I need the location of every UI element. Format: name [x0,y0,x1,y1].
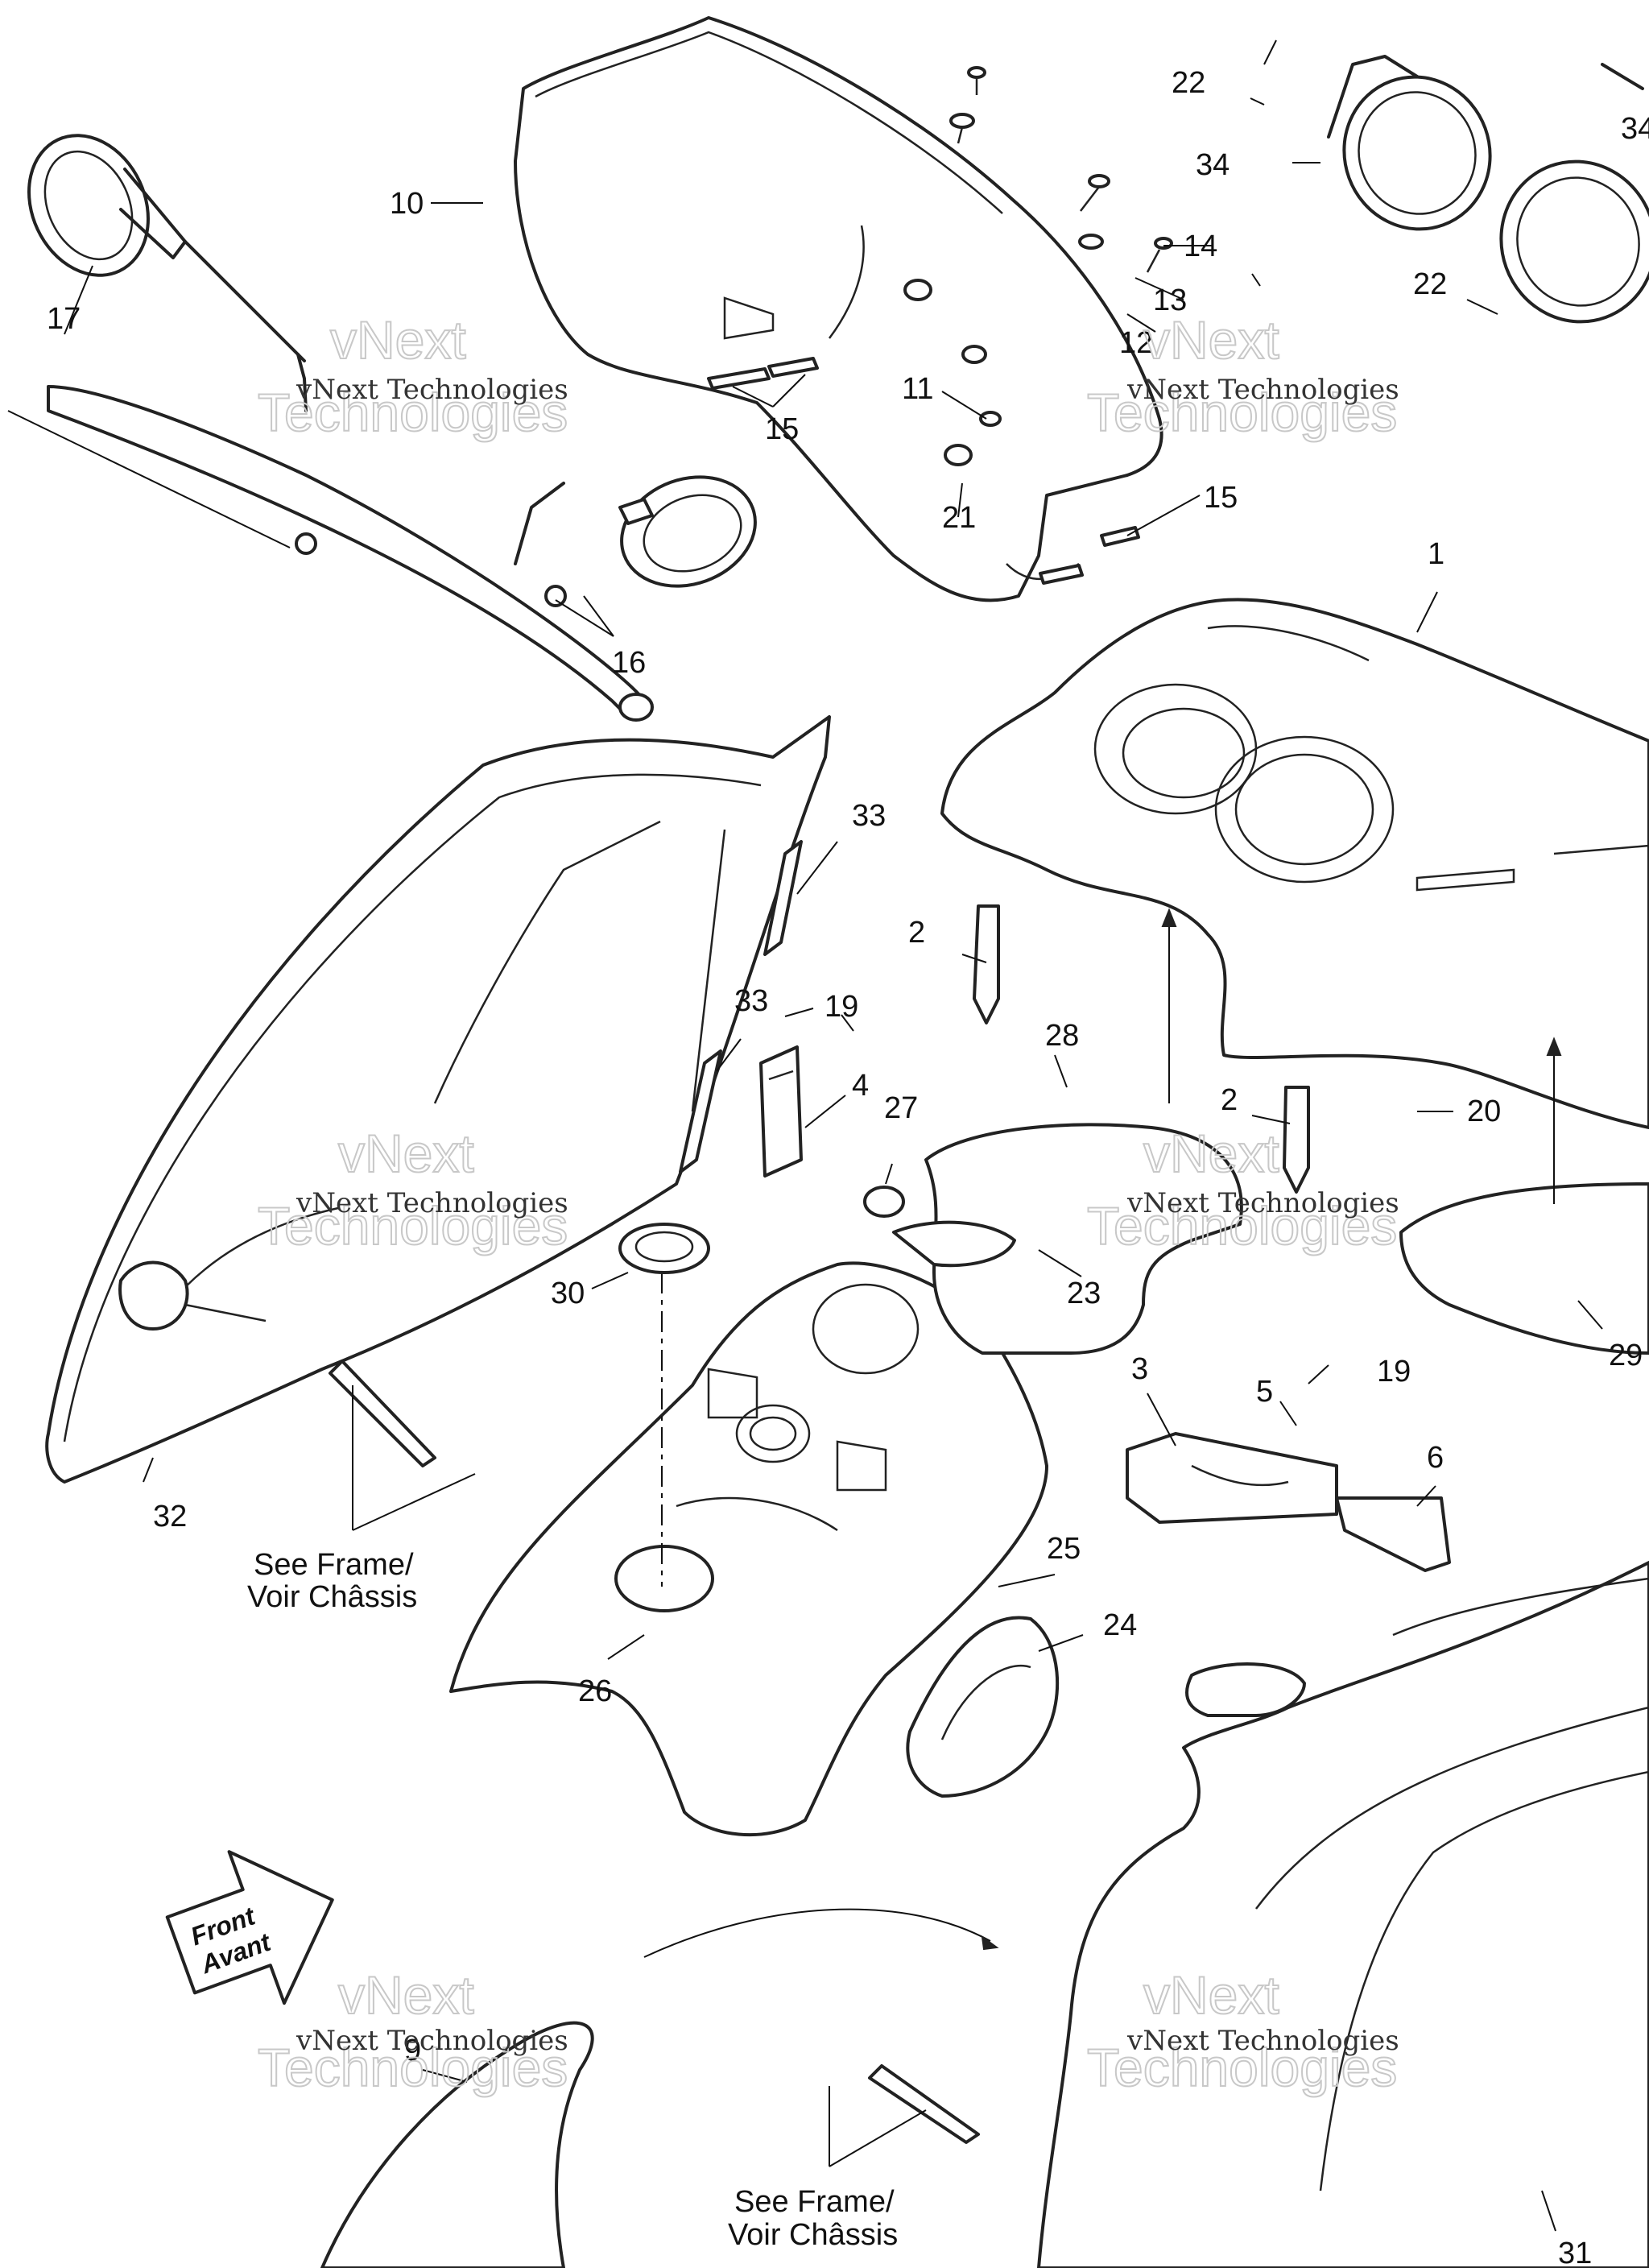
cover-part-28 [924,1123,1243,1355]
watermark-6: vNext Technologies vNext Technologies [1086,1964,1399,2098]
trim-part-33 [679,840,803,1173]
grommet-part-30 [618,1223,710,1274]
windshield-part-10 [514,16,1163,602]
callout-4: 4 [852,1069,869,1103]
svg-text:vNext Technologies: vNext Technologies [295,374,568,406]
svg-text:Technologies: Technologies [1087,383,1397,442]
callout-16: 16 [612,646,646,680]
svg-text:vNext Technologies: vNext Technologies [1126,374,1399,406]
callout-2b: 2 [1221,1083,1238,1117]
callout-19a: 19 [824,990,858,1024]
svg-text:vNext: vNext [1143,1965,1279,2025]
panel-part-9 [320,2021,594,2268]
watermark-2: vNext Technologies vNext Technologies [1086,309,1399,443]
callout-6: 6 [1427,1441,1444,1475]
callout-27: 27 [884,1091,918,1125]
svg-text:vNext: vNext [330,310,466,370]
svg-text:Technologies: Technologies [258,1196,568,1256]
vent-part-24 [906,1616,1060,1798]
trim-part-2 [973,904,1310,1194]
callout-24: 24 [1103,1608,1137,1642]
svg-text:Technologies: Technologies [258,383,568,442]
watermark-1: vNext Technologies vNext Technologies [257,309,568,443]
fairing-part-1 [940,598,1649,1129]
callout-10: 10 [390,187,424,221]
callout-15b: 15 [1204,481,1238,515]
callout-leaders [7,39,1603,2232]
callout-2a: 2 [908,916,925,950]
see-frame-line2: Voir Châssis [728,2218,898,2252]
callout-14: 14 [1184,230,1217,263]
callout-21: 21 [942,501,976,535]
callout-22b: 22 [1413,267,1447,301]
callout-19b: 19 [1377,1355,1411,1389]
callout-13: 13 [1153,284,1187,317]
see-frame-line2: Voir Châssis [247,1580,417,1614]
side-panel-part-31 [1037,1561,1649,2268]
callout-34a: 34 [1196,148,1230,182]
see-frame-line1: See Frame/ [734,2185,895,2219]
svg-text:vNext Technologies: vNext Technologies [1126,2025,1399,2057]
watermark-5: vNext Technologies vNext Technologies [257,1964,568,2098]
svg-text:vNext Technologies: vNext Technologies [295,1187,568,1219]
callout-20: 20 [1467,1095,1501,1128]
assembly-arrows [643,908,1562,1958]
callout-5: 5 [1256,1375,1273,1409]
callout-1: 1 [1428,537,1444,571]
callout-29: 29 [1609,1339,1643,1372]
watermark-3: vNext Technologies vNext Technologies [257,1123,568,1256]
callout-31: 31 [1558,2237,1592,2268]
svg-text:vNext: vNext [338,1965,474,2025]
svg-text:Technologies: Technologies [258,2038,568,2097]
callout-34b: 34 [1621,112,1649,146]
callout-numbers: 1 2 2 3 4 5 6 9 10 11 12 13 14 15 15 16 … [47,66,1649,2268]
watermark-4: vNext Technologies vNext Technologies [1086,1123,1399,1256]
bracket-part-4 [759,1045,803,1177]
side-panel-part-32 [45,715,831,1484]
callout-26: 26 [578,1674,612,1708]
callout-15a: 15 [765,412,799,446]
console-part-26 [449,1261,1048,1837]
svg-text:vNext: vNext [1143,310,1279,370]
mirror-assembly-part-17 [27,134,757,722]
svg-text:vNext Technologies: vNext Technologies [1126,1187,1399,1219]
bracket-part-6 [1335,1496,1451,1572]
cover-part-23 [892,1220,1016,1268]
cap-part-27 [863,1186,905,1218]
watermark: vNext Technologies vNext Technologies vN… [257,309,1399,2098]
windshield-hardware [707,66,1173,585]
callout-30: 30 [551,1277,585,1310]
bracket-part-3 [1126,1432,1338,1524]
gauge-bracket [1327,55,1649,324]
see-frame-note-left: See Frame/ Voir Châssis [247,1548,417,1614]
callout-25: 25 [1047,1532,1081,1566]
svg-text:vNext Technologies: vNext Technologies [295,2025,568,2057]
callout-28: 28 [1045,1019,1079,1053]
callout-9: 9 [404,2034,421,2067]
pin-hardware [329,1360,980,2144]
callout-33a: 33 [852,799,886,833]
svg-text:vNext: vNext [338,1124,474,1183]
callout-32: 32 [153,1500,187,1533]
front-direction-arrow: Front Avant [165,1850,334,2005]
svg-text:Technologies: Technologies [1087,2038,1397,2097]
cover-part-29 [1399,1182,1649,1355]
svg-text:vNext: vNext [1143,1124,1279,1183]
callout-12: 12 [1119,326,1153,360]
callout-23: 23 [1067,1277,1101,1310]
callout-17: 17 [47,302,81,336]
callout-33b: 33 [734,984,768,1018]
svg-text:Technologies: Technologies [1087,1196,1397,1256]
see-frame-line1: See Frame/ [254,1548,414,1582]
callout-22a: 22 [1172,66,1205,100]
see-frame-note-bottom: See Frame/ Voir Châssis [728,2185,898,2252]
callout-11: 11 [902,372,933,406]
callout-3: 3 [1131,1352,1148,1386]
